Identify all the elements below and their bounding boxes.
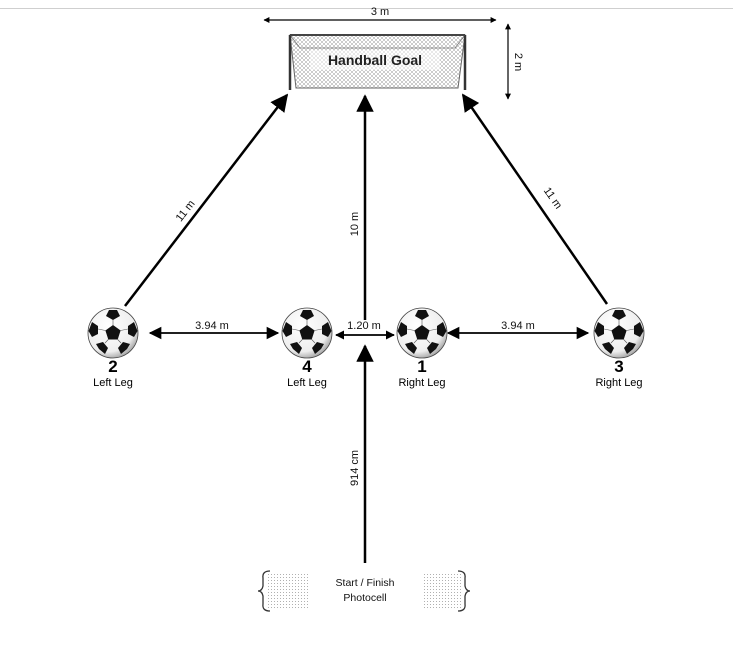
right-diagonal-label: 11 m bbox=[541, 185, 564, 211]
ball-1-leg: Right Leg bbox=[398, 377, 445, 389]
start-to-center-label: 914 cm bbox=[349, 450, 361, 486]
center-to-goal-label: 10 m bbox=[349, 212, 361, 236]
ball-3-number: 3 bbox=[614, 357, 623, 376]
goal-height-label: 2 m bbox=[512, 53, 524, 71]
left-diagonal-label: 11 m bbox=[174, 198, 198, 224]
ball-2-number: 2 bbox=[108, 357, 117, 376]
right-diagonal-arrow bbox=[461, 93, 609, 305]
goal-width-label: 3 m bbox=[371, 6, 389, 18]
ball-1 bbox=[396, 307, 448, 359]
ball-4-number: 4 bbox=[302, 357, 312, 376]
goal-label: Handball Goal bbox=[328, 52, 422, 68]
ball-2 bbox=[87, 307, 139, 359]
soccer-ball-icon bbox=[87, 307, 139, 359]
ball-4 bbox=[281, 307, 333, 359]
right-gap-label: 3.94 m bbox=[501, 320, 535, 332]
start-line2: Photocell bbox=[343, 592, 386, 604]
ball-4-leg: Left Leg bbox=[287, 377, 327, 389]
ball-3-leg: Right Leg bbox=[595, 377, 642, 389]
ball-1-number: 1 bbox=[417, 357, 426, 376]
photocell-icon bbox=[257, 570, 471, 612]
ball-2-leg: Left Leg bbox=[93, 377, 133, 389]
soccer-ball-icon bbox=[396, 307, 448, 359]
start-line1: Start / Finish bbox=[336, 577, 395, 589]
ball-3 bbox=[593, 307, 645, 359]
left-diagonal-arrow bbox=[124, 93, 289, 307]
center-gap-label: 1.20 m bbox=[347, 320, 381, 332]
soccer-ball-icon bbox=[593, 307, 645, 359]
top-divider bbox=[0, 8, 733, 9]
soccer-ball-icon bbox=[281, 307, 333, 359]
left-gap-label: 3.94 m bbox=[195, 320, 229, 332]
